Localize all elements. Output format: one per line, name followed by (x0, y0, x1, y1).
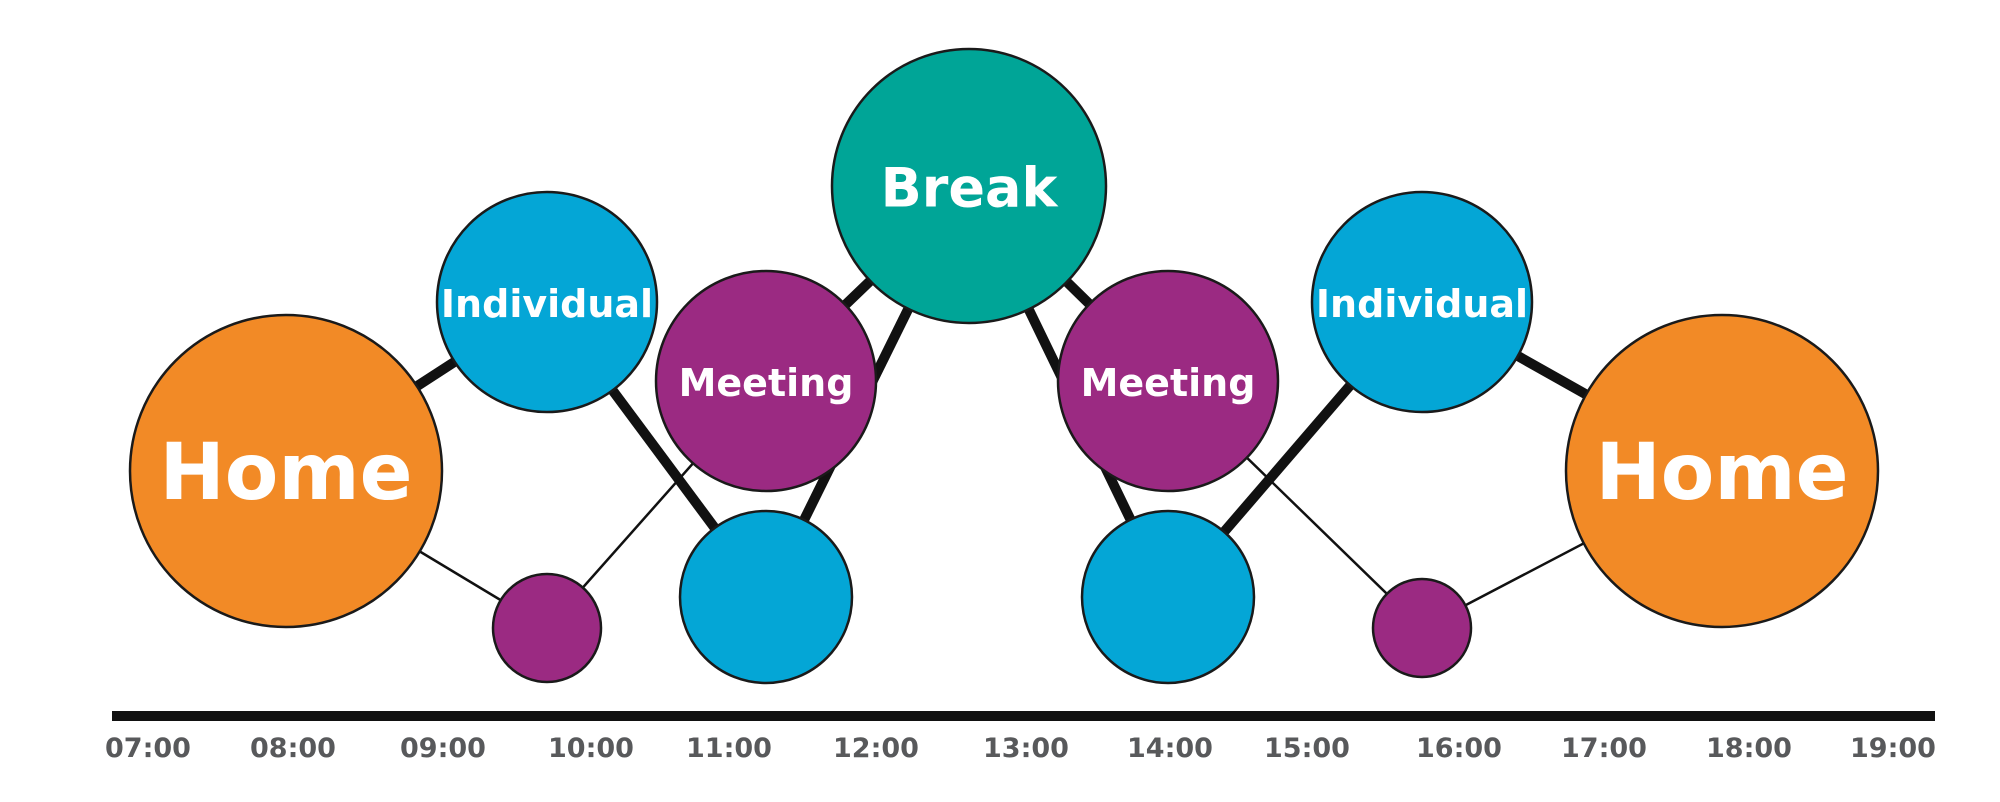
timeline-tick-label: 11:00 (686, 733, 772, 764)
break-circle (830, 47, 1108, 325)
timeline-tick-label: 10:00 (548, 733, 634, 764)
timeline-tick-label: 13:00 (983, 733, 1069, 764)
node-home-start: Home (128, 313, 444, 629)
node-individual-small-1 (678, 509, 854, 685)
timeline-tick-label: 07:00 (105, 733, 191, 764)
node-label: Break (881, 157, 1059, 220)
timeline-tick-label: 16:00 (1416, 733, 1502, 764)
node-label: Meeting (679, 361, 854, 405)
node-label: Individual (441, 282, 653, 326)
node-individual-1: Individual (435, 190, 659, 414)
timeline-tick-label: 12:00 (833, 733, 919, 764)
home-circle (128, 313, 444, 629)
node-individual-2: Individual (1310, 190, 1534, 414)
individual-circle (678, 509, 854, 685)
node-small-meeting-1 (491, 572, 603, 684)
timeline-tick-label: 19:00 (1850, 733, 1936, 764)
timeline-tick-label: 17:00 (1561, 733, 1647, 764)
individual-circle (435, 190, 659, 414)
node-meeting-1: Meeting (654, 269, 878, 493)
timeline-tick-label: 09:00 (400, 733, 486, 764)
home-circle (1564, 313, 1880, 629)
individual-circle (1310, 190, 1534, 414)
node-home-end: Home (1564, 313, 1880, 629)
meeting-circle (1371, 577, 1473, 679)
node-label: Home (1595, 428, 1848, 518)
node-label: Home (159, 428, 412, 518)
node-meeting-2: Meeting (1056, 269, 1280, 493)
timeline-tick-label: 08:00 (250, 733, 336, 764)
node-individual-small-2 (1080, 509, 1256, 685)
timeline-tick-labels: 07:00 08:00 09:00 10:00 11:00 12:00 13:00 14:00… (105, 733, 1936, 764)
node-break: Break (830, 47, 1108, 325)
node-label: Individual (1316, 282, 1528, 326)
node-small-meeting-2 (1371, 577, 1473, 679)
timeline-tick-label: 15:00 (1264, 733, 1350, 764)
individual-circle (1080, 509, 1256, 685)
meeting-circle (1056, 269, 1280, 493)
meeting-circle (654, 269, 878, 493)
node-label: Meeting (1081, 361, 1256, 405)
meeting-circle (491, 572, 603, 684)
timeline-tick-label: 18:00 (1706, 733, 1792, 764)
timeline-tick-label: 14:00 (1127, 733, 1213, 764)
